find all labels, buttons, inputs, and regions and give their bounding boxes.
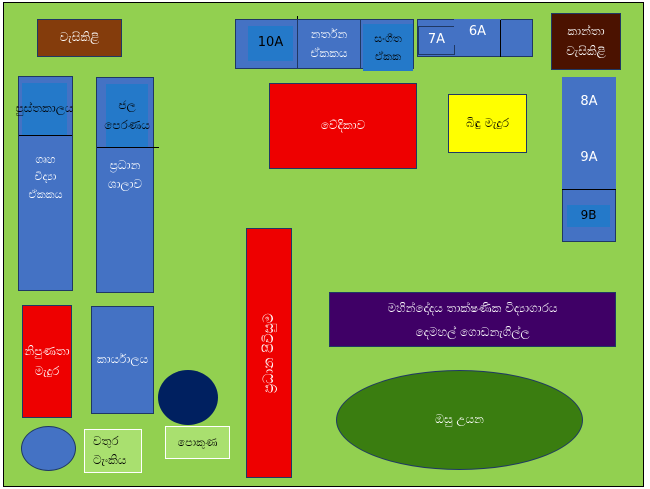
class-8a: 8A (562, 77, 616, 129)
class-6a-label: 6A (468, 23, 487, 39)
nipunatha-label: නිපුණතා මැදුර (24, 344, 70, 378)
divider (97, 147, 159, 148)
stage: වේදිකාව (269, 83, 417, 169)
toilet-label: වැසිකිළි (59, 30, 100, 45)
class-9a-label: 9A (580, 150, 598, 166)
bindu-label: බිඳු මැදුර (465, 115, 510, 130)
main-entrance: ප්‍රධාන පිවිසුම (246, 228, 292, 478)
tech-lab-building: මහින්දෝදය තාක්ෂණික විද්‍යාගාරය දෙමහල් ගො… (329, 292, 616, 347)
class-9b-label: 9B (580, 208, 597, 223)
office: කාර්යාලය (91, 306, 154, 414)
library-block: පුස්තකාලය ගෘහ විද්‍යා ඒකකය (16, 76, 74, 291)
pond-label: පොකුණ (177, 435, 218, 449)
two-storey-label: දෙමහල් ගොඩනැගිල්ල (415, 324, 530, 339)
office-label: කාර්යාලය (96, 352, 149, 367)
class-10a: 10A (248, 26, 293, 61)
dark-circle (158, 370, 218, 425)
library-label: පුස්තකාලය (15, 101, 74, 116)
tech-lab-label: මහින්දෝදය තාක්ෂණික විද්‍යාගාරය (387, 300, 558, 315)
water-filter: ජල පෙරණය (104, 84, 150, 147)
music-label: සංගීත ඒකක (374, 31, 402, 63)
water-filter-label: ජල පෙරණය (104, 98, 150, 132)
toilet-building: වැසිකිළි (37, 19, 122, 57)
class-6a: 6A (454, 19, 501, 45)
bindu-building: බිඳු මැදුර (448, 94, 527, 153)
water-tank: වතුර ටැංකිය (84, 429, 142, 473)
divider (19, 135, 72, 136)
class-9a: 9A (562, 128, 616, 190)
class-8a-label: 8A (580, 94, 598, 110)
class-10a-label: 10A (257, 35, 284, 51)
home-science-unit: ගෘහ විද්‍යා ඒකකය (19, 137, 72, 217)
dance-unit: නර්තන ඒකකය (297, 19, 361, 69)
library: පුස්තකාලය (16, 83, 74, 135)
herb-garden-label: ඔසු උයන (435, 412, 484, 427)
nipunatha-building: නිපුණතා මැදුර (22, 305, 72, 418)
home-science-label: ගෘහ විද්‍යා ඒකකය (28, 152, 63, 201)
class-block-8-9: 8A 9A 9B (562, 77, 616, 242)
class-block-6-7: 7A 6A (417, 19, 533, 57)
girls-toilet: කාන්තා වැසිකිළි (551, 13, 621, 70)
music-unit-outer: සංගීත ඒකක (360, 19, 414, 71)
dance-label: නර්තන ඒකකය (310, 26, 348, 60)
class-7a: 7A (418, 26, 455, 55)
class-9b: 9B (567, 205, 610, 227)
main-hall-label: ප්‍රධාන ශාලාව (107, 157, 143, 191)
class-7a-label: 7A (427, 32, 446, 48)
herb-garden: ඔසු උයන (336, 370, 583, 470)
water-tank-ellipse (21, 426, 76, 471)
pond: පොකුණ (165, 426, 230, 459)
music-unit: සංගීත ඒකක (363, 24, 413, 71)
water-tank-label: වතුර ටැංකිය (93, 433, 127, 467)
stage-label: වේදිකාව (320, 118, 366, 133)
class-10a-building: 10A (235, 19, 298, 69)
main-hall-block: ජල පෙරණය ප්‍රධාන ශාලාව (96, 77, 159, 293)
main-hall: ප්‍රධාන ශාලාව (97, 150, 153, 200)
divider (500, 20, 501, 57)
girls-toilet-label: කාන්තා වැසිකිළි (566, 24, 606, 58)
main-entrance-label: ප්‍රධාන පිවිසුම (260, 313, 277, 393)
